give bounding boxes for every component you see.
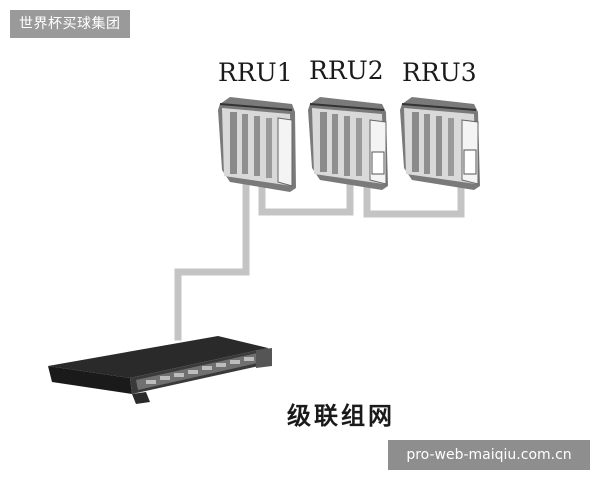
watermark-bottom: pro-web-maiqiu.com.cn [388, 440, 590, 470]
rru1-label: RRU1 [218, 58, 293, 87]
bbu-unit [48, 336, 272, 404]
watermark-top: 世界杯买球集团 [10, 10, 130, 38]
rru1-unit [218, 97, 296, 192]
cable-lines [174, 181, 465, 341]
cable-rru1-to-rru2 [258, 181, 354, 216]
rru3-unit [400, 97, 480, 190]
rru3-label: RRU3 [402, 58, 477, 87]
diagram-caption: 级联组网 [287, 401, 395, 430]
cable-rru2-to-rru3 [363, 181, 465, 218]
rru2-label: RRU2 [309, 56, 384, 85]
rru2-unit [308, 97, 388, 190]
cable-bbu-to-rru1 [174, 181, 250, 341]
